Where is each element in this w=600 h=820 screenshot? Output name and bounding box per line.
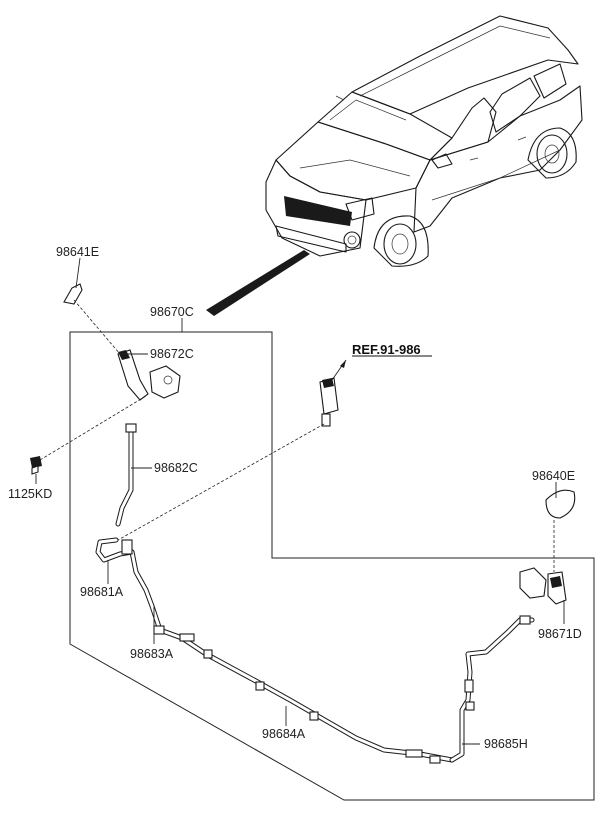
label-98684A: 98684A [262,727,306,741]
washer-pump [319,359,347,427]
label-ref-91-986: REF.91-986 [352,342,421,357]
cap-98641E [63,283,83,305]
label-98681A: 98681A [80,585,124,599]
bolt-1125KD [30,456,42,475]
label-98672C: 98672C [150,347,194,361]
left-washer-nozzle [117,349,181,401]
label-98670C: 98670C [150,305,194,319]
right-washer-nozzle [519,489,576,605]
hose-assembly [95,423,535,764]
label-1125KD: 1125KD [8,487,52,501]
assembly-frame [69,331,595,801]
label-98685H: 98685H [484,737,528,751]
label-98641E: 98641E [56,245,99,259]
label-98683A: 98683A [130,647,174,661]
vehicle-illustration [206,15,583,316]
label-98671D: 98671D [538,627,582,641]
label-98640E: 98640E [532,469,575,483]
label-98682C: 98682C [154,461,198,475]
